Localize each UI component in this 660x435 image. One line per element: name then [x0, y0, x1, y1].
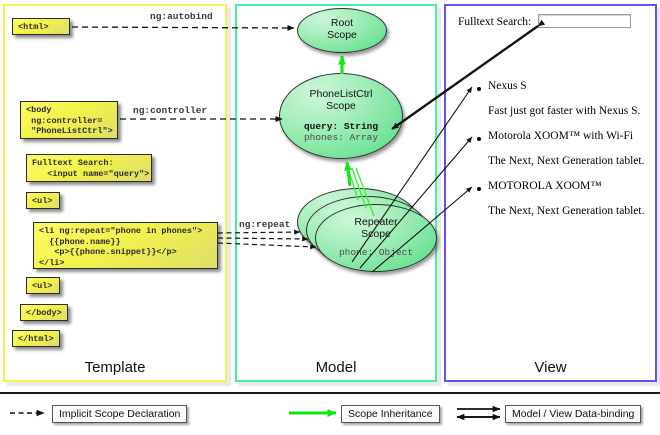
scope-repeater-title-2: Scope: [361, 228, 391, 240]
code-box-ul-open: <ul>: [26, 192, 60, 209]
phone-snippet-2: The Next, Next Generation tablet.: [488, 205, 645, 217]
legend-item-model-view-data-binding: Model / View Data-binding: [505, 405, 642, 423]
scope-phonelistctrl-title-1: PhoneListCtrl: [309, 88, 373, 100]
phone-bullet-1: [477, 137, 481, 141]
model-column-label: Model: [315, 359, 357, 376]
edge-label-ng-controller: ng:controller: [133, 105, 208, 116]
phone-name-2: MOTOROLA XOOM™: [488, 180, 602, 192]
legend: Implicit Scope Declaration Scope Inherit…: [0, 392, 660, 435]
phone-name-1: Motorola XOOM™ with Wi-Fi: [488, 130, 634, 142]
scope-repeater: Repeater Scope phone: Object: [315, 204, 437, 272]
code-box-body-close: </body>: [20, 304, 68, 321]
view-column-label: View: [534, 359, 567, 376]
fulltext-search-label: Fulltext Search:: [458, 16, 532, 28]
phone-bullet-0: [477, 87, 481, 91]
legend-item-implicit-scope-declaration: Implicit Scope Declaration: [52, 405, 188, 423]
legend-divider: [0, 392, 660, 394]
phone-snippet-0: Fast just got faster with Nexus S.: [488, 105, 641, 117]
scope-phonelistctrl-prop-query: query: String: [303, 121, 379, 132]
view-column: View: [444, 4, 657, 382]
code-box-ul-close: <ul>: [26, 277, 60, 294]
edge-label-ng-repeat: ng:repeat: [239, 219, 291, 230]
scope-repeater-prop-phone: phone: Object: [338, 247, 414, 258]
edge-label-ng-autobind: ng:autobind: [150, 11, 213, 22]
scope-phonelistctrl-prop-phones: phones: Array: [303, 132, 379, 143]
phone-name-0: Nexus S: [488, 80, 527, 92]
code-box-fulltext-search: Fulltext Search: <input name="query">: [26, 154, 152, 182]
legend-item-scope-inheritance: Scope Inheritance: [341, 405, 440, 423]
scope-root-title-2: Scope: [327, 29, 357, 41]
code-box-html-close: </html>: [12, 330, 60, 347]
scope-phonelistctrl: PhoneListCtrl Scope query: String phones…: [279, 73, 403, 159]
code-box-html-open: <html>: [12, 18, 70, 35]
fulltext-search-input[interactable]: [538, 14, 631, 28]
phone-snippet-1: The Next, Next Generation tablet.: [488, 155, 645, 167]
scope-repeater-title-1: Repeater: [354, 216, 398, 228]
code-box-li-ng-repeat: <li ng:repeat="phone in phones"> {{phone…: [33, 222, 218, 269]
phone-bullet-2: [477, 187, 481, 191]
code-box-body-controller: <body ng:controller= "PhoneListCtrl">: [20, 101, 118, 139]
scope-root-title-1: Root: [330, 17, 354, 29]
scope-root: Root Scope: [297, 8, 387, 53]
template-column-label: Template: [84, 359, 146, 376]
scope-phonelistctrl-title-2: Scope: [326, 100, 356, 112]
